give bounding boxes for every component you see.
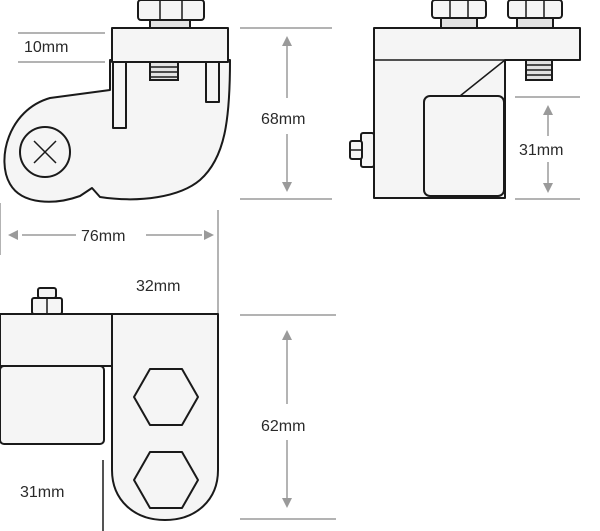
plan-view-plate — [0, 313, 113, 367]
dimension-32mm: 32mm — [136, 278, 180, 295]
front-view-side-nut — [349, 132, 375, 168]
dimension-31mm-front-label: 31mm — [519, 142, 563, 159]
dimension-76mm: 76mm — [0, 203, 219, 315]
dimension-31mm-front: 31mm — [515, 96, 580, 200]
side-view-bolt — [137, 0, 205, 81]
plan-hex-upper-icon — [133, 368, 199, 426]
front-view — [349, 0, 581, 199]
dimension-68mm: 68mm — [240, 27, 332, 200]
side-view — [3, 0, 231, 203]
plan-view-block — [0, 365, 105, 445]
dimension-10mm-label: 10mm — [24, 39, 68, 56]
plan-hex-lower-icon — [133, 451, 199, 509]
dimension-62mm: 62mm — [240, 314, 336, 520]
front-view-block — [423, 95, 505, 197]
pivot-cross-icon — [33, 140, 57, 164]
dimension-10mm: 10mm — [18, 32, 105, 63]
dimension-32mm-label: 32mm — [136, 278, 180, 295]
dimension-31mm-plan-label: 31mm — [20, 484, 64, 501]
plan-view — [0, 287, 219, 531]
dimension-76mm-label: 76mm — [81, 228, 125, 245]
dimension-62mm-label: 62mm — [261, 418, 305, 435]
side-view-left-leg — [112, 61, 127, 129]
dimension-31mm-plan: 31mm — [20, 484, 64, 501]
side-view-right-leg — [205, 61, 220, 103]
plan-view-top-nut — [31, 287, 63, 315]
front-view-bolt-right — [507, 0, 563, 81]
front-view-bolt-left — [431, 0, 487, 29]
side-view-top-plate — [111, 27, 229, 63]
dimension-68mm-label: 68mm — [261, 111, 305, 128]
